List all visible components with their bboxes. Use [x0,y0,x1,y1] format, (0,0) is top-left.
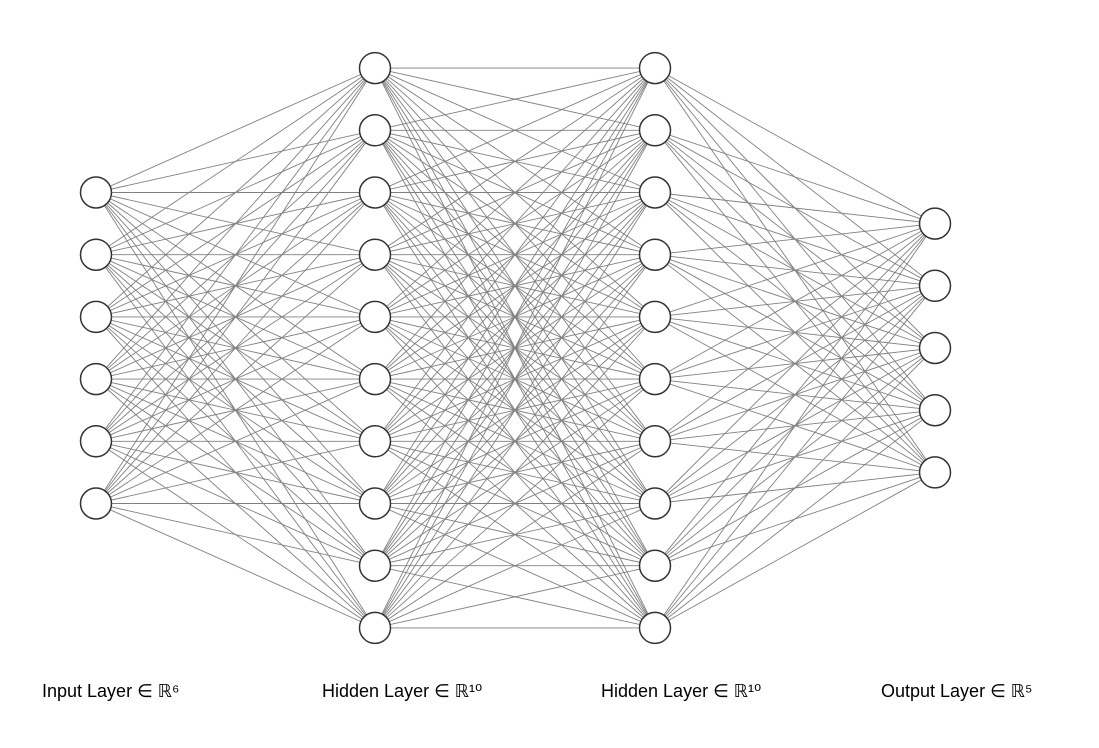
output-layer-neuron-3 [918,331,952,365]
hidden-layer-1-label: Hidden Layer ∈ ℝ¹⁰ [322,681,482,701]
connection-input-layer-5-to-hidden-layer-1-3 [95,254,376,504]
connection-input-layer-3-to-hidden-layer-1-0 [95,67,376,380]
connection-input-layer-5-to-hidden-layer-1-6 [95,440,376,504]
connection-hidden-layer-2-1-to-output-layer-0 [654,129,936,225]
hidden-layer-2-neuron-10 [638,611,672,645]
input-layer-neuron-4 [79,362,113,396]
input-layer-label: Input Layer ∈ ℝ⁶ [42,681,179,701]
connection-hidden-layer-1-9-to-hidden-layer-2-7 [374,503,656,629]
connection-hidden-layer-1-9-to-hidden-layer-2-3 [374,254,656,629]
connection-input-layer-1-to-hidden-layer-1-0 [95,67,376,256]
connection-hidden-layer-2-9-to-output-layer-0 [654,223,936,629]
connection-hidden-layer-1-3-to-hidden-layer-2-0 [374,67,656,256]
connection-input-layer-5-to-hidden-layer-1-9 [95,503,376,629]
hidden-layer-1-neuron-5 [358,300,392,334]
connection-input-layer-2-to-hidden-layer-1-0 [95,67,376,318]
connection-hidden-layer-1-7-to-hidden-layer-2-0 [374,67,656,504]
connection-hidden-layer-2-9-to-output-layer-4 [654,472,936,629]
connection-input-layer-5-to-hidden-layer-1-1 [95,130,376,504]
connection-hidden-layer-1-9-to-hidden-layer-2-0 [374,67,656,629]
output-layer-neuron-1 [918,207,952,240]
connection-hidden-layer-1-2-to-hidden-layer-2-0 [374,67,656,193]
connection-input-layer-5-to-hidden-layer-1-0 [95,67,376,504]
connection-hidden-layer-1-9-to-hidden-layer-2-1 [374,130,656,629]
neurons [79,51,952,645]
hidden-layer-2-label: Hidden Layer ∈ ℝ¹⁰ [601,681,761,701]
connection-hidden-layer-2-9-to-output-layer-3 [654,409,936,629]
connection-hidden-layer-2-3-to-output-layer-0 [654,223,936,256]
hidden-layer-2-neuron-2 [638,114,672,147]
connection-input-layer-0-to-hidden-layer-1-0 [95,67,376,193]
connection-hidden-layer-2-6-to-output-layer-0 [654,223,936,442]
connection-hidden-layer-2-8-to-output-layer-0 [654,223,936,566]
connection-input-layer-5-to-hidden-layer-1-5 [95,378,376,504]
hidden-layer-1-neuron-9 [358,549,392,582]
hidden-layer-1-neuron-3 [358,176,392,209]
hidden-layer-1-neuron-4 [358,238,392,271]
connection-hidden-layer-2-7-to-output-layer-0 [654,223,936,504]
connection-hidden-layer-1-4-to-hidden-layer-2-0 [374,67,656,318]
hidden-layer-1-neuron-8 [358,487,392,520]
hidden-layer-1-neuron-2 [358,114,392,147]
layer-labels: Input Layer ∈ ℝ⁶ Hidden Layer ∈ ℝ¹⁰ Hidd… [42,681,1032,701]
connection-input-layer-5-to-hidden-layer-1-8 [95,503,376,567]
hidden-layer-2-neuron-4 [638,238,672,271]
hidden-layer-1-neuron-7 [358,425,392,458]
connection-hidden-layer-1-5-to-hidden-layer-2-0 [374,67,656,380]
connection-hidden-layer-1-9-to-hidden-layer-2-2 [374,192,656,629]
input-layer-neuron-1 [79,176,113,209]
connection-hidden-layer-1-9-to-hidden-layer-2-6 [374,440,656,629]
connection-hidden-layer-2-9-to-output-layer-2 [654,347,936,629]
connection-hidden-layer-2-4-to-output-layer-0 [654,223,936,318]
hidden-layer-2-neuron-1 [638,51,672,85]
hidden-layer-1-neuron-10 [358,611,392,645]
connection-hidden-layer-1-9-to-hidden-layer-2-4 [374,316,656,629]
input-layer-neuron-3 [79,300,113,334]
connection-hidden-layer-2-2-to-output-layer-0 [654,192,936,225]
connection-input-layer-5-to-hidden-layer-1-4 [95,316,376,504]
hidden-layer-2-neuron-9 [638,549,672,582]
hidden-layer-1-neuron-1 [358,51,392,85]
input-layer-neuron-5 [79,425,113,458]
output-layer-label: Output Layer ∈ ℝ⁵ [881,681,1032,701]
connection-hidden-layer-2-9-to-output-layer-1 [654,285,936,629]
connection-hidden-layer-1-8-to-hidden-layer-2-0 [374,67,656,566]
connection-input-layer-4-to-hidden-layer-1-0 [95,67,376,442]
output-layer-neuron-4 [918,393,952,427]
hidden-layer-2-neuron-3 [638,176,672,209]
connection-hidden-layer-2-0-to-output-layer-0 [654,67,936,224]
connection-hidden-layer-2-5-to-output-layer-0 [654,223,936,380]
hidden-layer-2-neuron-6 [638,362,672,396]
hidden-layer-2-neuron-5 [638,300,672,334]
connections [95,67,936,629]
connection-input-layer-5-to-hidden-layer-1-2 [95,192,376,504]
hidden-layer-2-neuron-7 [638,425,672,458]
output-layer-neuron-5 [918,456,952,489]
connection-hidden-layer-1-9-to-hidden-layer-2-8 [374,565,656,629]
input-layer-neuron-6 [79,487,113,520]
connection-hidden-layer-1-1-to-hidden-layer-2-0 [374,67,656,131]
connection-hidden-layer-1-9-to-hidden-layer-2-5 [374,378,656,629]
input-layer-neuron-2 [79,238,113,271]
hidden-layer-2-neuron-8 [638,487,672,520]
hidden-layer-1-neuron-6 [358,362,392,396]
connection-hidden-layer-1-6-to-hidden-layer-2-0 [374,67,656,442]
output-layer-neuron-2 [918,269,952,303]
